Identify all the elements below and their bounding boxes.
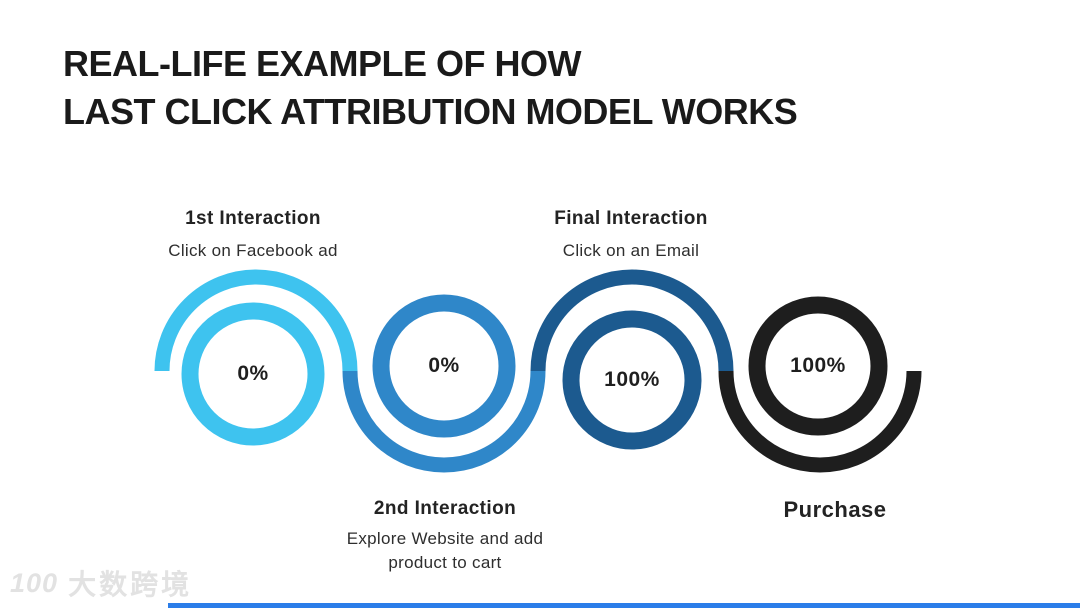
label-first-interaction: 1st Interaction — [185, 208, 321, 229]
ring-final-interaction — [562, 310, 702, 450]
value-purchase: 100% — [790, 354, 846, 377]
ring-second-interaction — [372, 294, 516, 438]
label-final-interaction: Final Interaction — [554, 208, 708, 229]
wave-arc-second-interaction — [342, 370, 546, 473]
watermark-logo-icon: 100 — [10, 567, 59, 598]
wave-arc-first-interaction — [154, 269, 358, 372]
wave-arc-final-interaction — [530, 269, 734, 372]
value-final-interaction: 100% — [604, 368, 660, 391]
value-second-interaction: 0% — [428, 354, 460, 377]
sublabel-second-interaction: Explore Website and add product to cart — [346, 529, 544, 572]
title-line-1: REAL-LIFE EXAMPLE OF HOW — [63, 43, 581, 84]
ring-first-interaction — [181, 302, 325, 446]
value-first-interaction: 0% — [237, 362, 269, 385]
page-title: REAL-LIFE EXAMPLE OF HOW LAST CLICK ATTR… — [63, 40, 798, 136]
ring-purchase — [748, 296, 888, 436]
watermark: 100 大数跨境 — [10, 563, 192, 603]
watermark-text: 大数跨境 — [68, 569, 193, 600]
wave-arc-purchase — [718, 370, 922, 473]
label-purchase: Purchase — [783, 497, 887, 522]
label-second-interaction: 2nd Interaction — [373, 498, 517, 519]
bottom-accent-bar — [168, 603, 1080, 608]
sublabel-first-interaction: Click on Facebook ad — [168, 241, 338, 260]
sublabel-final-interaction: Click on an Email — [562, 241, 700, 260]
title-line-2: LAST CLICK ATTRIBUTION MODEL WORKS — [63, 91, 798, 132]
